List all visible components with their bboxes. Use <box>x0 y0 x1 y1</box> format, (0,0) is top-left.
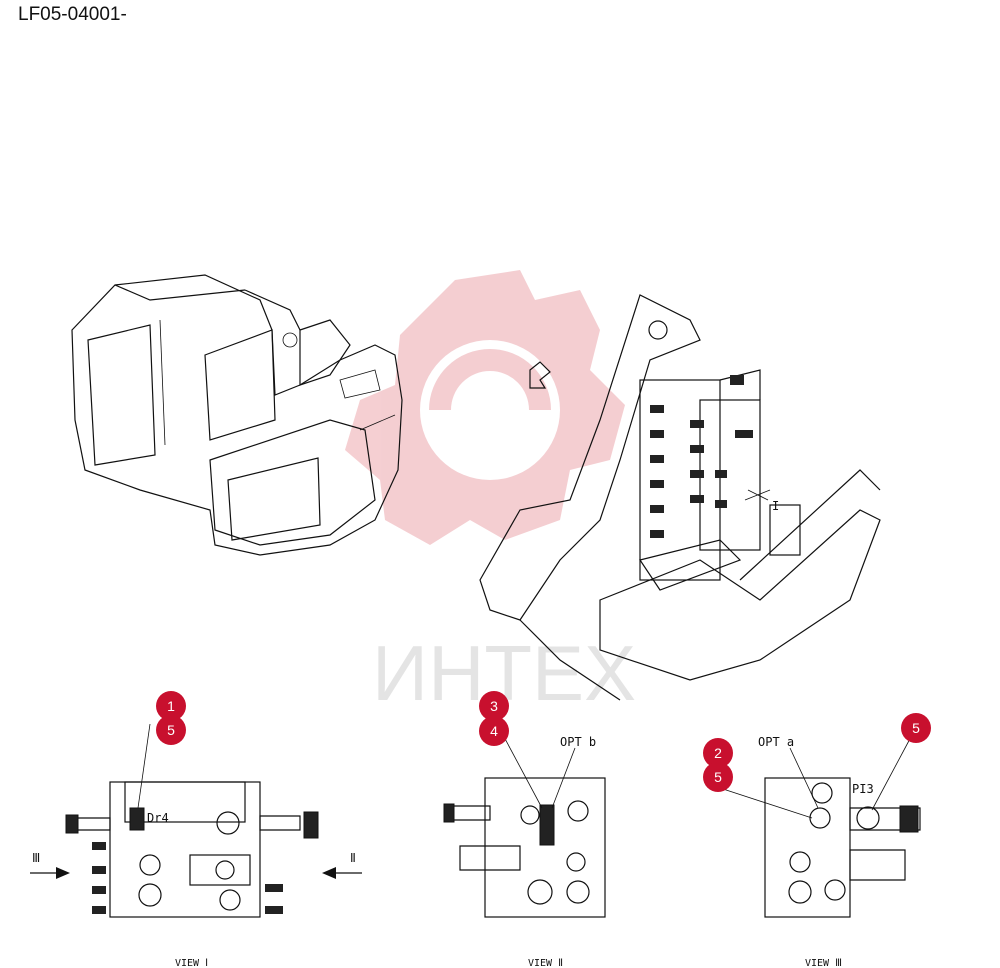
dr4-label: Dr4 <box>147 811 169 825</box>
document-code: LF05-04001- <box>18 4 127 25</box>
view-iii-drawing: OPT a PI3 VIEW Ⅲ <box>719 734 921 968</box>
svg-text:2: 2 <box>714 745 722 761</box>
callout-4[interactable]: 4 <box>479 716 509 746</box>
view-ii-label: VIEW Ⅱ <box>528 958 563 968</box>
opt-a-label: OPT a <box>758 735 794 749</box>
watermark-logo: ИНТЕХ <box>345 270 636 717</box>
view-iii-label: VIEW Ⅲ <box>805 958 842 968</box>
arrow-ii-label: Ⅱ <box>350 851 356 865</box>
callout-3[interactable]: 3 <box>479 691 509 721</box>
callout-5-view-iii-left[interactable]: 5 <box>703 762 733 792</box>
callout-5-view-i[interactable]: 5 <box>156 715 186 745</box>
callout-5-view-iii-right[interactable]: 5 <box>901 713 931 743</box>
svg-text:5: 5 <box>912 720 920 736</box>
view-i-label: VIEW Ⅰ <box>175 958 208 968</box>
svg-text:4: 4 <box>490 723 498 739</box>
svg-text:5: 5 <box>167 722 175 738</box>
view-ii-drawing: OPT b VIEW Ⅱ <box>443 719 606 968</box>
pi3-label: PI3 <box>852 782 874 796</box>
arrow-iii-label: Ⅲ <box>32 851 40 865</box>
svg-text:1: 1 <box>167 698 175 714</box>
svg-text:3: 3 <box>490 698 498 714</box>
control-valve-frame-drawing: I <box>479 294 881 701</box>
callout-2[interactable]: 2 <box>703 738 733 768</box>
arrow-i-label: I <box>772 499 779 513</box>
svg-text:5: 5 <box>714 769 722 785</box>
excavator-cab-drawing <box>71 274 403 556</box>
opt-b-label: OPT b <box>560 735 596 749</box>
view-i-drawing: Dr4 Ⅲ Ⅱ VIEW Ⅰ <box>30 723 362 968</box>
callout-1[interactable]: 1 <box>156 691 186 721</box>
